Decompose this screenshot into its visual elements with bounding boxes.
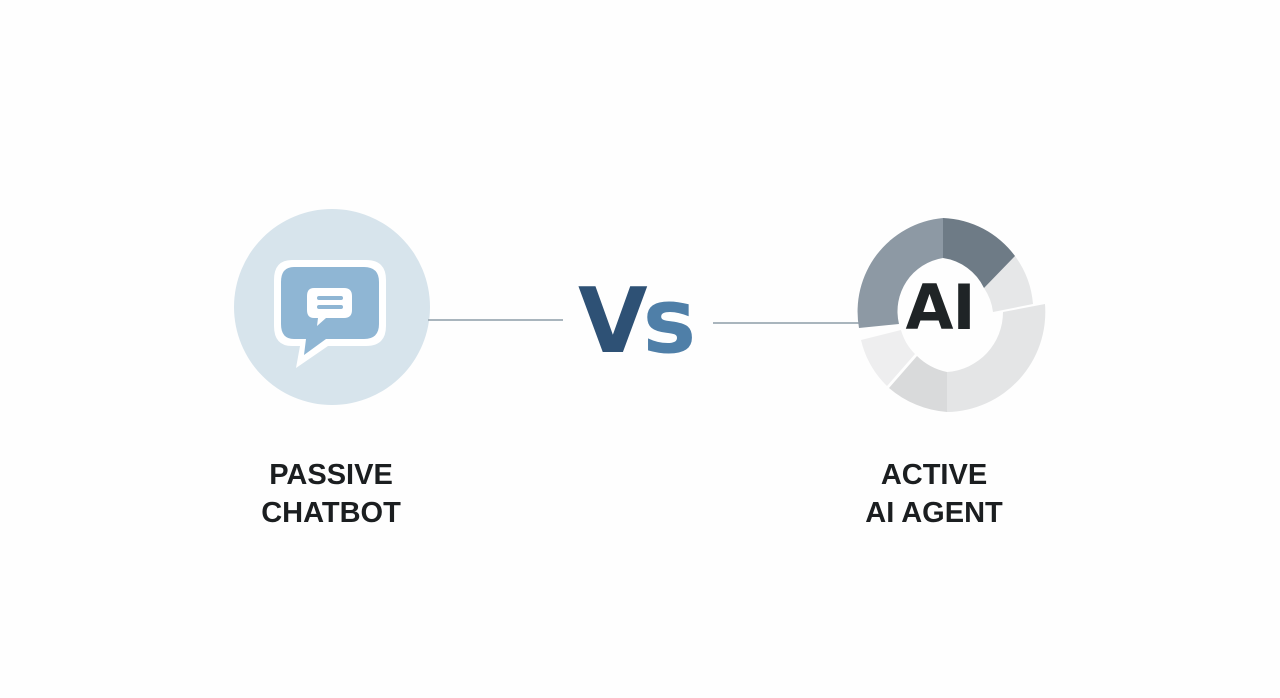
left-connector-line [428, 319, 563, 321]
caption-line-1: ACTIVE [880, 459, 988, 491]
vs-label: Vs [578, 272, 704, 372]
ai-label: AI [905, 271, 975, 344]
ai-ring-icon [857, 218, 1046, 412]
right-connector-line [713, 322, 863, 324]
passive-chatbot-caption: PASSIVE CHATBOT [231, 456, 431, 532]
caption-line-1: PASSIVE [269, 459, 393, 491]
caption-line-2: AI AGENT [865, 497, 1003, 529]
vs-letter-s: s [642, 269, 697, 374]
active-ai-agent-caption: ACTIVE AI AGENT [834, 456, 1034, 532]
vs-letter-v: V [578, 269, 648, 374]
caption-line-2: CHATBOT [261, 497, 401, 529]
chat-bubble-icon [274, 260, 386, 368]
